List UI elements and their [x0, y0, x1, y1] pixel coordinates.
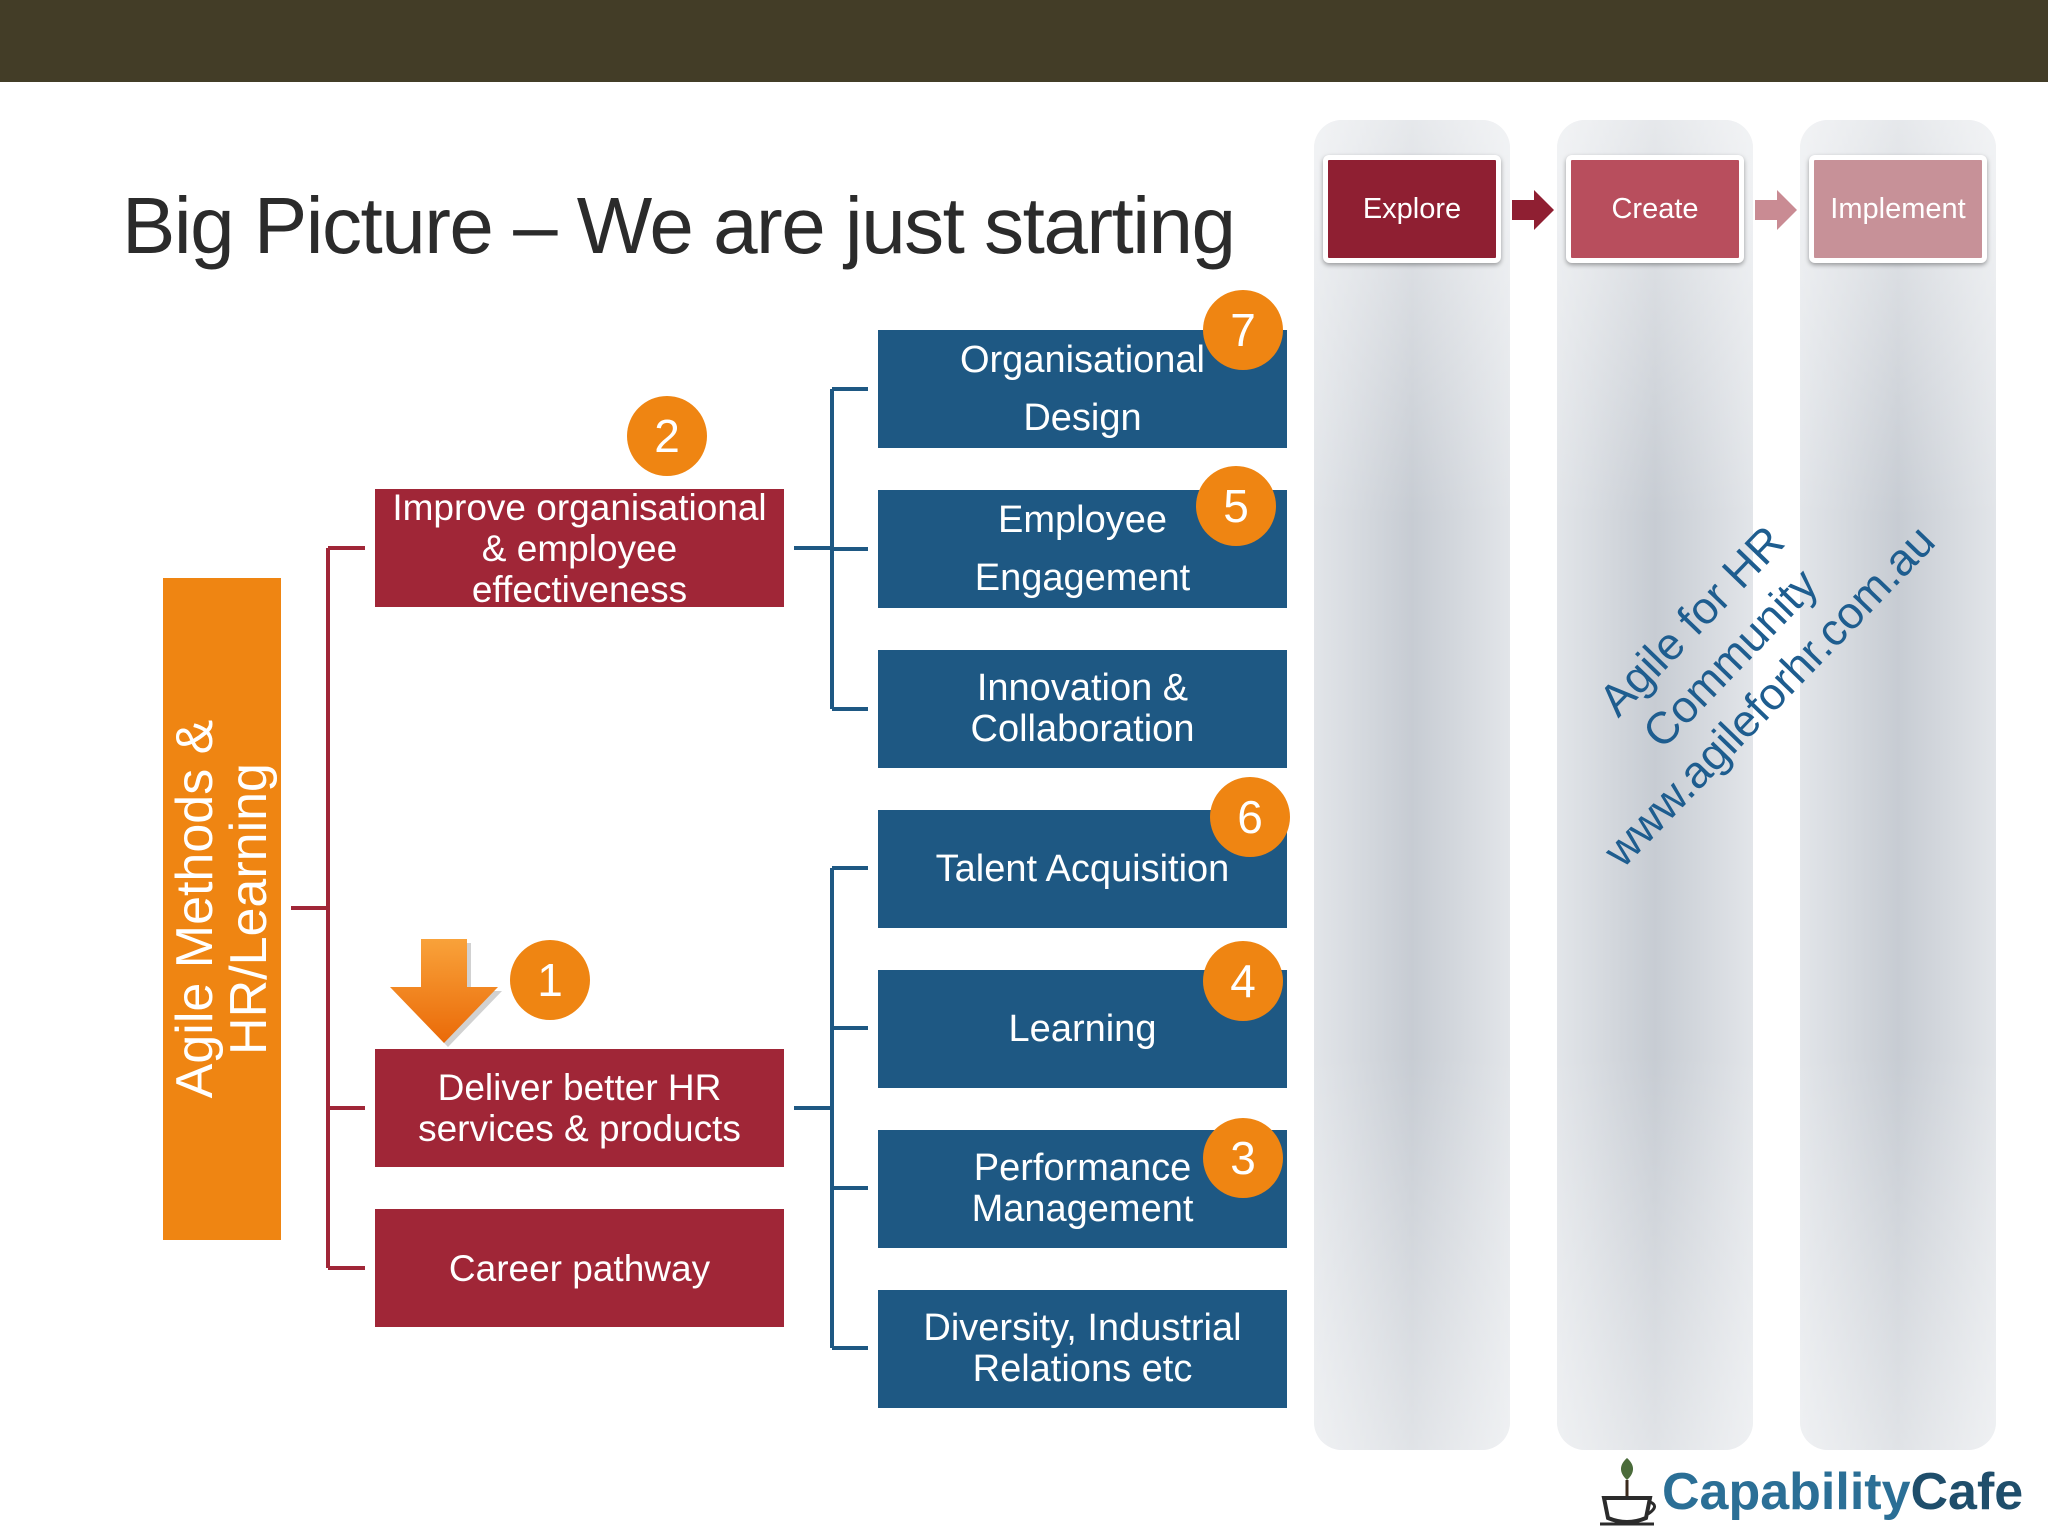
- page-title: Big Picture – We are just starting: [122, 181, 1236, 270]
- number-badge: 1: [510, 940, 590, 1020]
- number-badge: 4: [1203, 941, 1283, 1021]
- coffee-cup-icon: [1600, 1458, 1656, 1526]
- connector-lines: [291, 387, 868, 1350]
- logo-text-cafe: Cafe: [1910, 1463, 2024, 1521]
- capability-cafe-logo: CapabilityCafe: [1590, 1450, 2040, 1530]
- implement-column: [1800, 120, 1996, 1450]
- goal-improve-label: Improve organisational & employee effect…: [392, 486, 767, 610]
- area-diversity-industrial-relations: Diversity, Industrial Relations etc: [878, 1290, 1287, 1408]
- phase-arrow-icon: [1755, 190, 1797, 230]
- number-badge: 2: [627, 396, 707, 476]
- top-banner: [0, 0, 2048, 82]
- create-column: [1557, 120, 1753, 1450]
- logo-text-capability: Capability: [1662, 1463, 1911, 1521]
- root-label: Agile Methods & HR/Learning: [166, 719, 278, 1099]
- goal-deliver-label: Deliver better HR services & products: [418, 1067, 741, 1149]
- area-label: Organisational Design: [959, 339, 1206, 439]
- area-label: Talent Acquisition: [935, 847, 1230, 890]
- phase-create: Create: [1566, 155, 1744, 263]
- area-innovation-collaboration: Innovation & Collaboration: [878, 650, 1287, 768]
- goal-deliver-hr-services: Deliver better HR services & products: [375, 1049, 784, 1167]
- area-label: Diversity, Industrial Relations etc: [923, 1307, 1242, 1390]
- goal-improve-effectiveness: Improve organisational & employee effect…: [375, 486, 784, 610]
- number-badge: 6: [1210, 777, 1290, 857]
- logo-text: CapabilityCafe: [1662, 1462, 2023, 1522]
- number-badge: 3: [1203, 1118, 1283, 1198]
- root-agile-methods: Agile Methods & HR/Learning: [163, 578, 281, 1240]
- goal-career-label: Career pathway: [448, 1247, 711, 1289]
- number-badge: 7: [1203, 290, 1283, 370]
- goal-career-pathway: Career pathway: [375, 1209, 784, 1327]
- down-arrow-icon: [390, 939, 502, 1047]
- number-badge: 5: [1196, 466, 1276, 546]
- area-label: Performance Management: [971, 1147, 1194, 1230]
- phase-implement: Implement: [1809, 155, 1987, 263]
- area-label: Employee Engagement: [974, 499, 1191, 599]
- area-label: Innovation & Collaboration: [970, 667, 1195, 750]
- explore-column: [1314, 120, 1510, 1450]
- phase-arrow-icon: [1512, 190, 1554, 230]
- phase-explore: Explore: [1323, 155, 1501, 263]
- area-label: Learning: [1008, 1007, 1157, 1050]
